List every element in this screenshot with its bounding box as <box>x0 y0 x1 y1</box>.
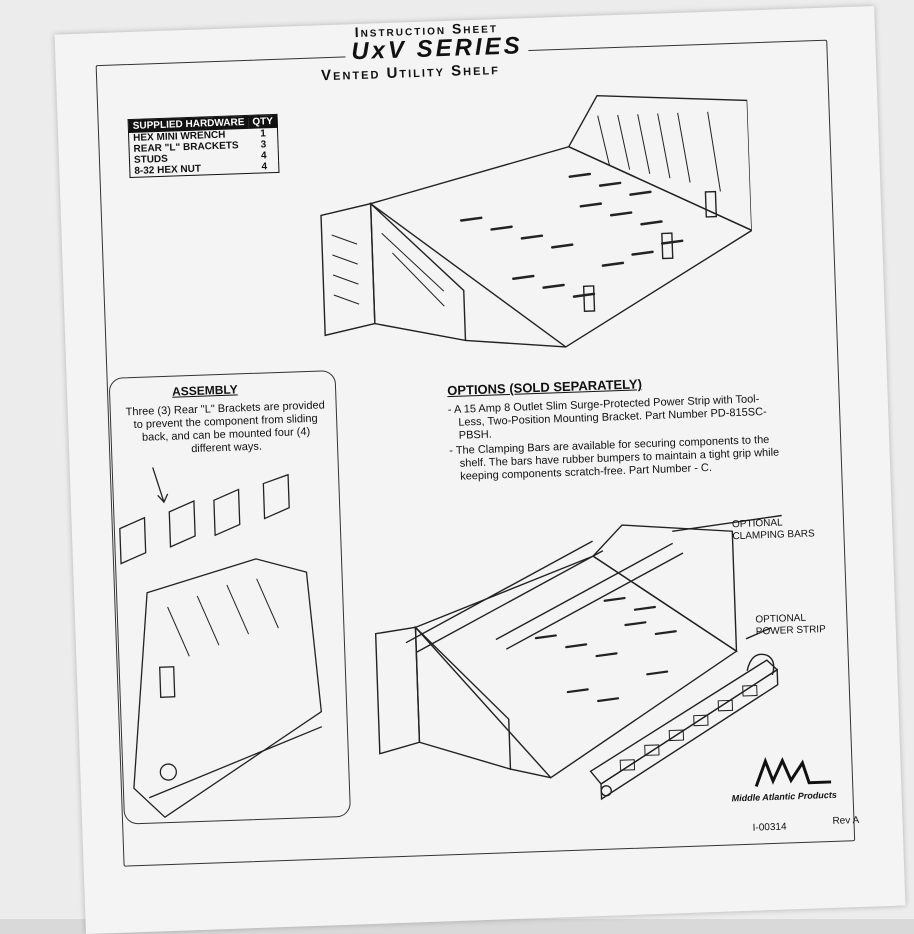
shelf-illustration-bottom <box>374 514 782 801</box>
shelf-illustration-top <box>320 94 754 348</box>
col-qty: QTY <box>248 114 278 129</box>
options-section: OPTIONS (SOLD SEPARATELY) - A 15 Amp 8 O… <box>447 372 780 486</box>
middle-atlantic-logo-icon <box>754 756 832 788</box>
l-brackets-illustration <box>119 467 323 819</box>
document-code: I-00314 <box>752 821 787 834</box>
revision-label: Rev A <box>832 814 860 827</box>
instruction-sheet: Instruction Sheet UxV SERIES Vented Util… <box>54 5 906 934</box>
callout-power-strip: OPTIONAL POWER STRIP <box>755 612 826 638</box>
assembly-text: Three (3) Rear "L" Brackets are provided… <box>125 399 325 456</box>
assembly-panel: ASSEMBLY Three (3) Rear "L" Brackets are… <box>108 369 352 825</box>
assembly-title: ASSEMBLY <box>171 382 238 399</box>
hardware-qty: 4 <box>261 161 268 173</box>
callout-clamping-bars: OPTIONAL CLAMPING BARS <box>731 517 815 543</box>
supplied-hardware-table: SUPPLIED HARDWARE QTY HEX MINI WRENCH 1 … <box>127 113 280 179</box>
